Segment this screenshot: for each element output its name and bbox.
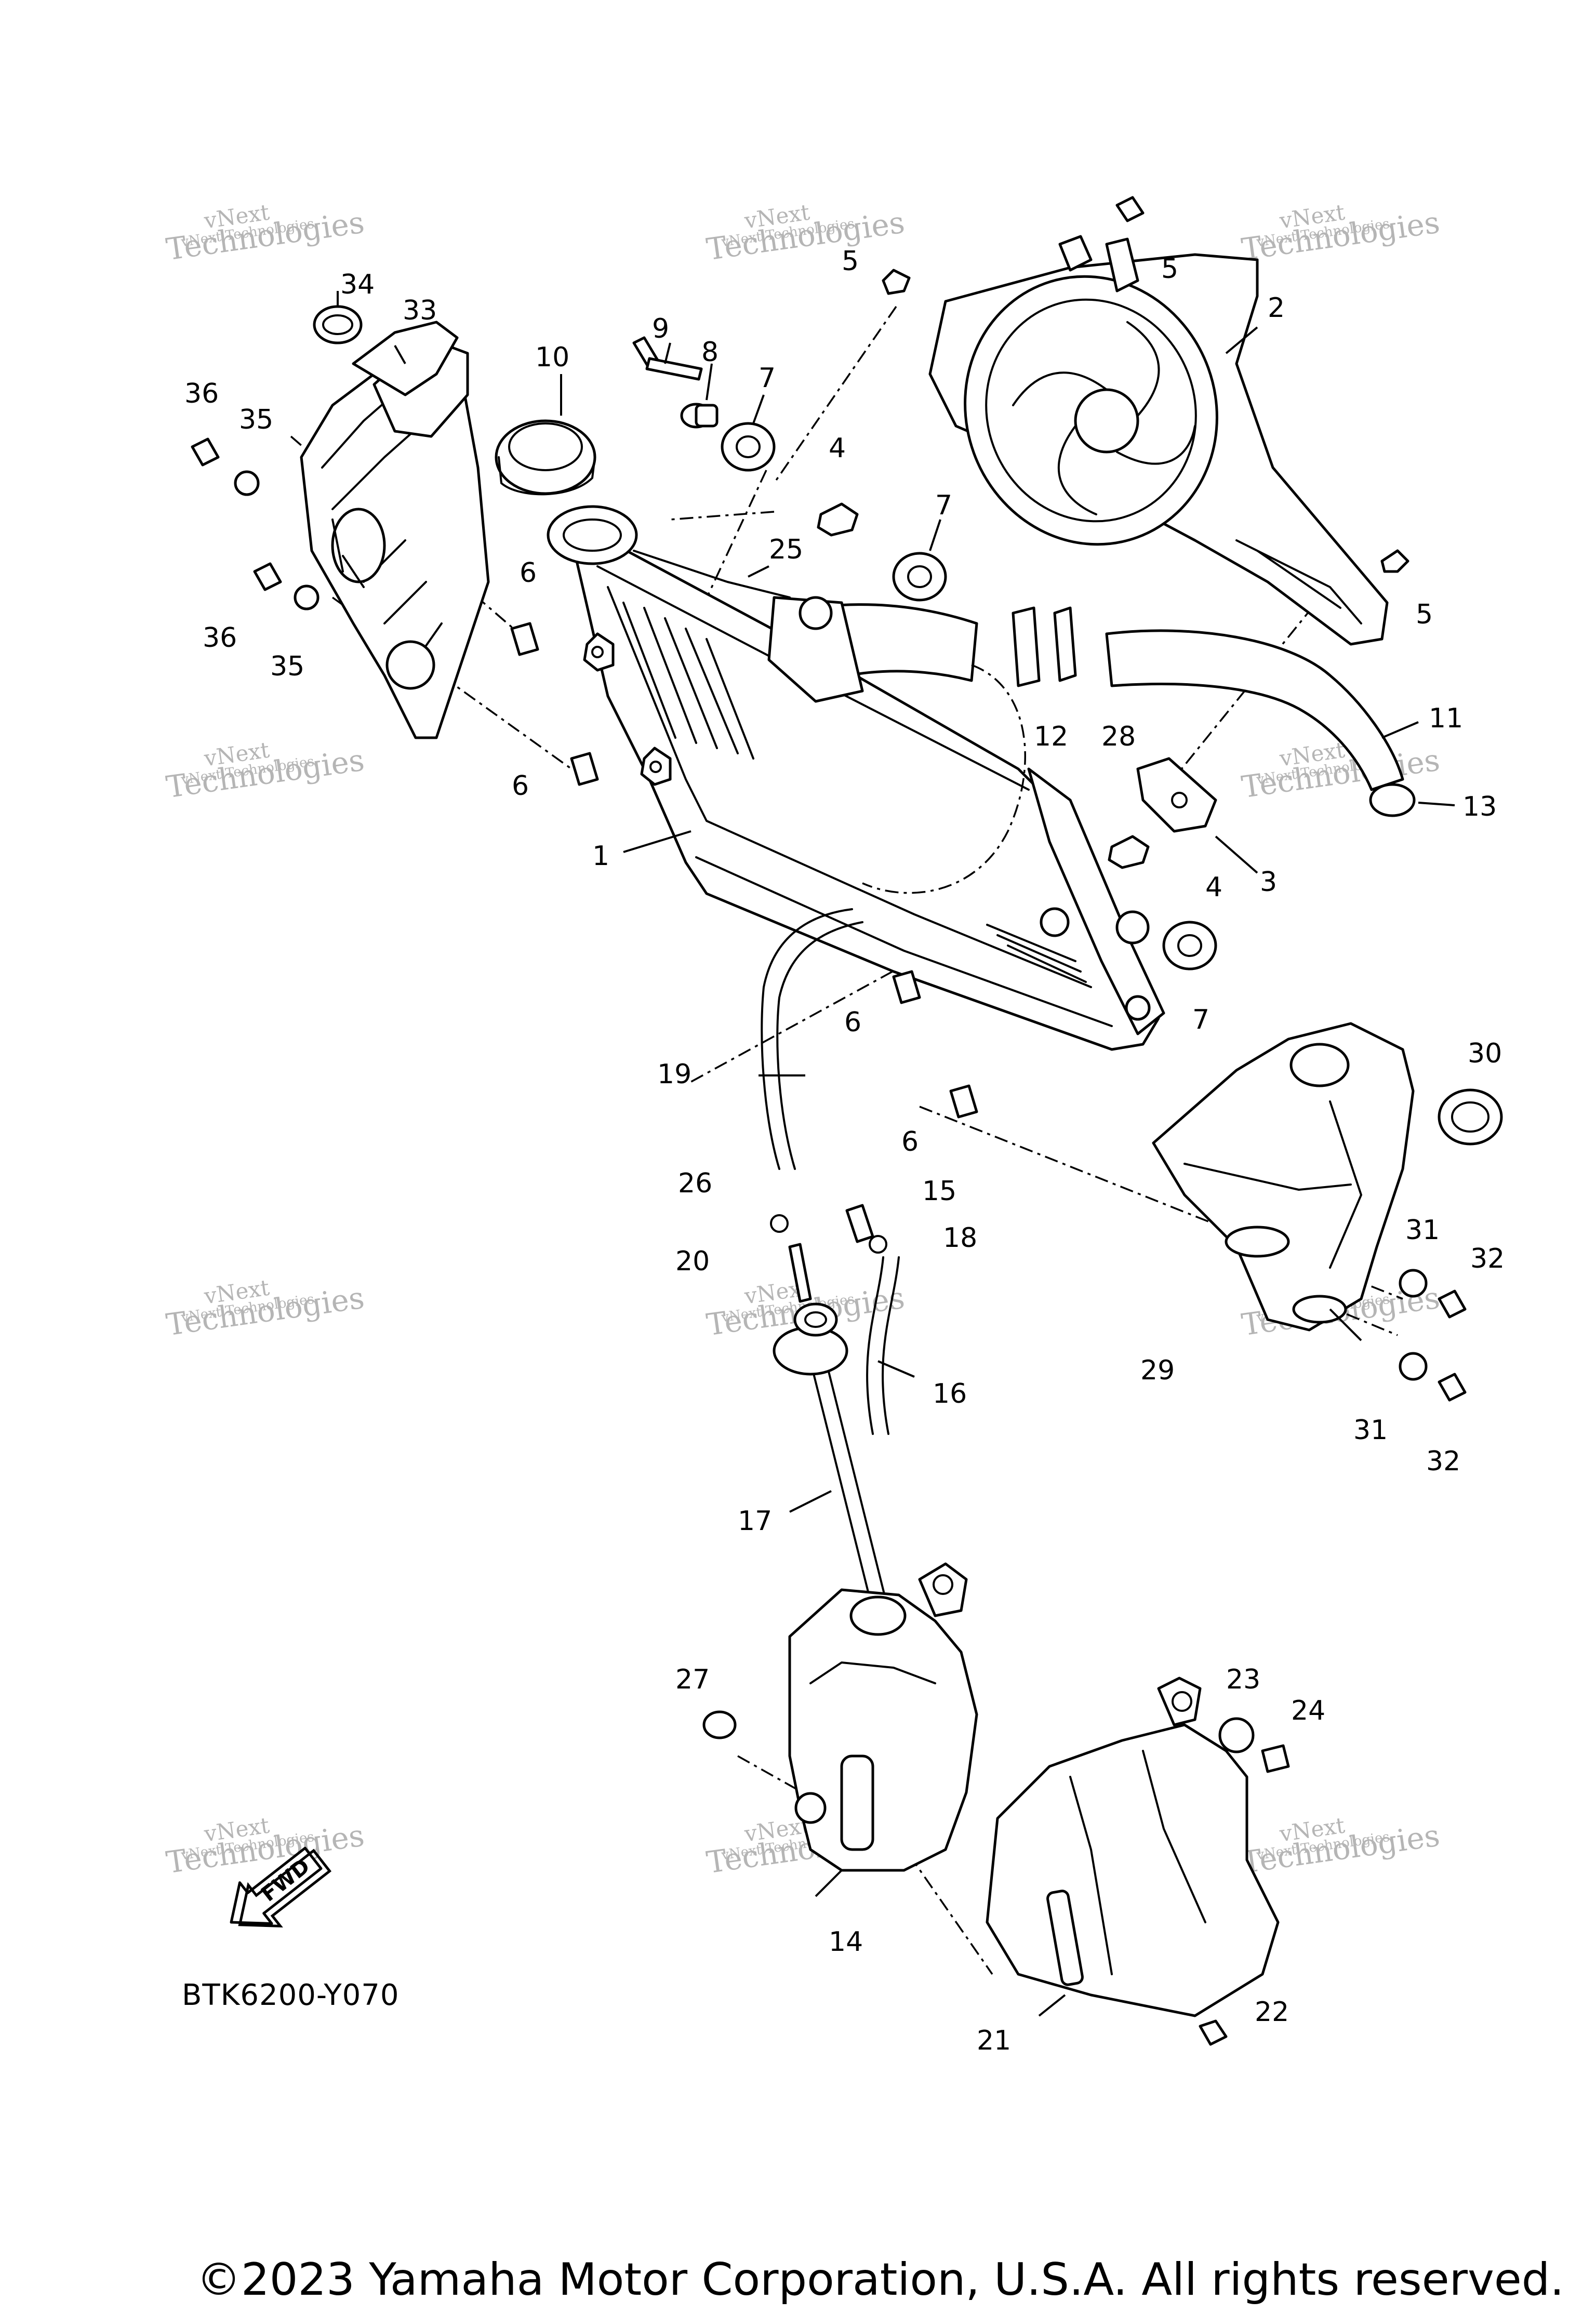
right-side-cover-part [1152, 1022, 1415, 1332]
callout-10: 10 [535, 342, 569, 373]
callout-7a: 7 [759, 363, 776, 394]
callout-13: 13 [1462, 791, 1497, 822]
callout-20: 20 [675, 1246, 710, 1277]
reservoir-tank-part [788, 1562, 978, 1872]
callout-14: 14 [829, 1926, 863, 1958]
callout-25: 25 [769, 534, 803, 565]
callout-12: 12 [1034, 721, 1068, 752]
callout-36a: 36 [184, 378, 219, 409]
watermark: vNext Technologies vNext Technologies [164, 737, 367, 805]
callout-19: 19 [657, 1059, 691, 1090]
callout-32a: 32 [1470, 1243, 1505, 1274]
catalog-code: BTK6200-Y070 [182, 1978, 400, 2012]
watermark: vNext Technologies vNext Technologies [1240, 1813, 1442, 1881]
bracket-3-part [1136, 757, 1217, 833]
reservoir-cover-part [986, 1677, 1280, 2017]
watermark: vNext Technologies vNext Technologies [164, 200, 367, 268]
callout-16: 16 [933, 1378, 967, 1409]
callout-33: 33 [403, 295, 437, 326]
watermark: vNext Technologies vNext Technologies [164, 1813, 367, 1881]
callout-32b: 32 [1426, 1446, 1460, 1477]
radiator-part [547, 505, 1165, 1051]
overflow-hose-part [761, 908, 863, 1170]
callout-24: 24 [1291, 1695, 1325, 1726]
callout-7b: 7 [935, 490, 952, 521]
fan-shroud-part [928, 235, 1389, 646]
callout-4b: 4 [1205, 872, 1222, 903]
copyright-notice: ©2023 Yamaha Motor Corporation, U.S.A. A… [196, 2254, 1564, 2306]
fasteners [191, 196, 1467, 2046]
callout-23: 23 [1226, 1664, 1260, 1695]
callout-17: 17 [738, 1506, 772, 1537]
hose-11-part [1105, 629, 1404, 791]
callout-4a: 4 [829, 433, 846, 464]
callout-8: 8 [701, 337, 719, 368]
callout-26: 26 [678, 1168, 712, 1199]
pipes-16-17-part [809, 1256, 900, 1612]
callout-35a: 35 [239, 404, 273, 435]
callout-18: 18 [943, 1222, 977, 1254]
callout-31a: 31 [1405, 1215, 1440, 1246]
callout-22: 22 [1255, 1997, 1289, 2028]
callout-31b: 31 [1353, 1415, 1388, 1446]
left-side-cover-part [300, 331, 490, 739]
filler-neck-part [773, 1302, 848, 1376]
callout-35b: 35 [270, 651, 304, 682]
grommet-34-part [313, 305, 363, 344]
callout-5c: 5 [1416, 599, 1433, 630]
callout-11: 11 [1429, 703, 1463, 734]
watermark: vNext Technologies vNext Technologies [164, 1275, 367, 1343]
callout-30: 30 [1468, 1038, 1502, 1069]
callouts: 1 2 3 4 4 5 5 5 6 6 6 6 7 7 7 8 9 10 11 … [184, 246, 1505, 2056]
watermark: vNext Technologies vNext Technologies [1240, 200, 1442, 268]
callout-27: 27 [675, 1664, 710, 1695]
callout-28: 28 [1101, 721, 1136, 752]
callout-3: 3 [1260, 867, 1277, 898]
callout-6c: 6 [844, 1007, 861, 1038]
grommet-30-part [1438, 1088, 1503, 1146]
leader-lines [337, 291, 1455, 2017]
callout-2: 2 [1268, 292, 1285, 324]
callout-34: 34 [340, 269, 375, 300]
callout-7c: 7 [1192, 1004, 1209, 1035]
callout-36b: 36 [203, 622, 237, 654]
callout-5a: 5 [842, 246, 859, 277]
callout-6b: 6 [512, 770, 529, 802]
callout-1: 1 [592, 841, 609, 872]
watermark: vNext Technologies vNext Technologies [704, 200, 907, 268]
callout-29: 29 [1140, 1355, 1175, 1386]
callout-6a: 6 [520, 557, 537, 589]
callout-5b: 5 [1161, 254, 1178, 285]
callout-15: 15 [922, 1176, 956, 1207]
callout-21: 21 [977, 2025, 1011, 2056]
callout-9: 9 [652, 313, 669, 344]
callout-6d: 6 [901, 1126, 919, 1158]
side-cover-trim-part [352, 321, 459, 396]
radiator-cap-part [495, 419, 596, 496]
